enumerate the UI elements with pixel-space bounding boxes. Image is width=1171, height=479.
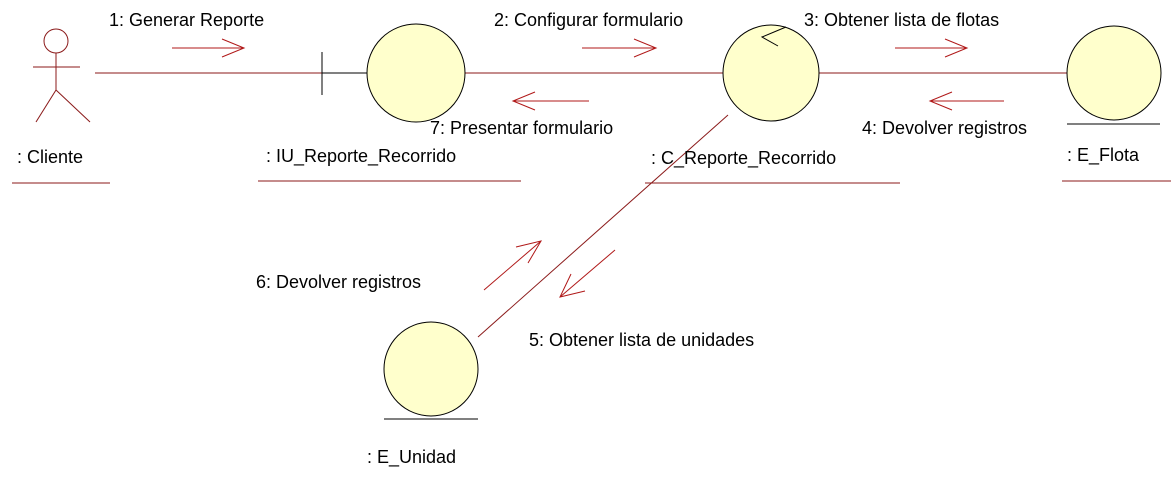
object-label-cliente: : Cliente [17,147,84,167]
object-label-e-flota: : E_Flota [1067,145,1140,165]
message-label-5: 5: Obtener lista de unidades [529,330,755,350]
message-label-1: 1: Generar Reporte [109,10,265,30]
entity-unidad-icon [383,321,479,420]
message-label-4: 4: Devolver registros [862,118,1028,138]
arrow-msg-7-icon [511,91,589,111]
message-label-2: 2: Configurar formulario [494,10,684,30]
message-label-3: 3: Obtener lista de flotas [804,10,1000,30]
arrow-msg-3-icon [895,38,969,58]
message-label-6: 6: Devolver registros [256,272,422,292]
control-object-icon [722,24,820,122]
link-controller-unidad [477,114,729,338]
actor-cliente-icon [33,28,91,123]
arrow-msg-2-icon [582,38,658,58]
boundary-object-icon [321,23,466,123]
arrow-msg-6-icon [483,240,543,291]
object-label-iu-reporte-recorrido: : IU_Reporte_Recorrido [266,146,457,166]
object-label-c-reporte-recorrido: : C_Reporte_Recorrido [651,148,837,168]
arrow-msg-5-icon [559,249,616,298]
message-label-7: 7: Presentar formulario [430,118,614,138]
object-label-e-unidad: : E_Unidad [367,447,457,467]
arrow-msg-4-icon [928,91,1004,111]
entity-flota-icon [1066,25,1162,125]
arrow-msg-1-icon [172,38,246,58]
